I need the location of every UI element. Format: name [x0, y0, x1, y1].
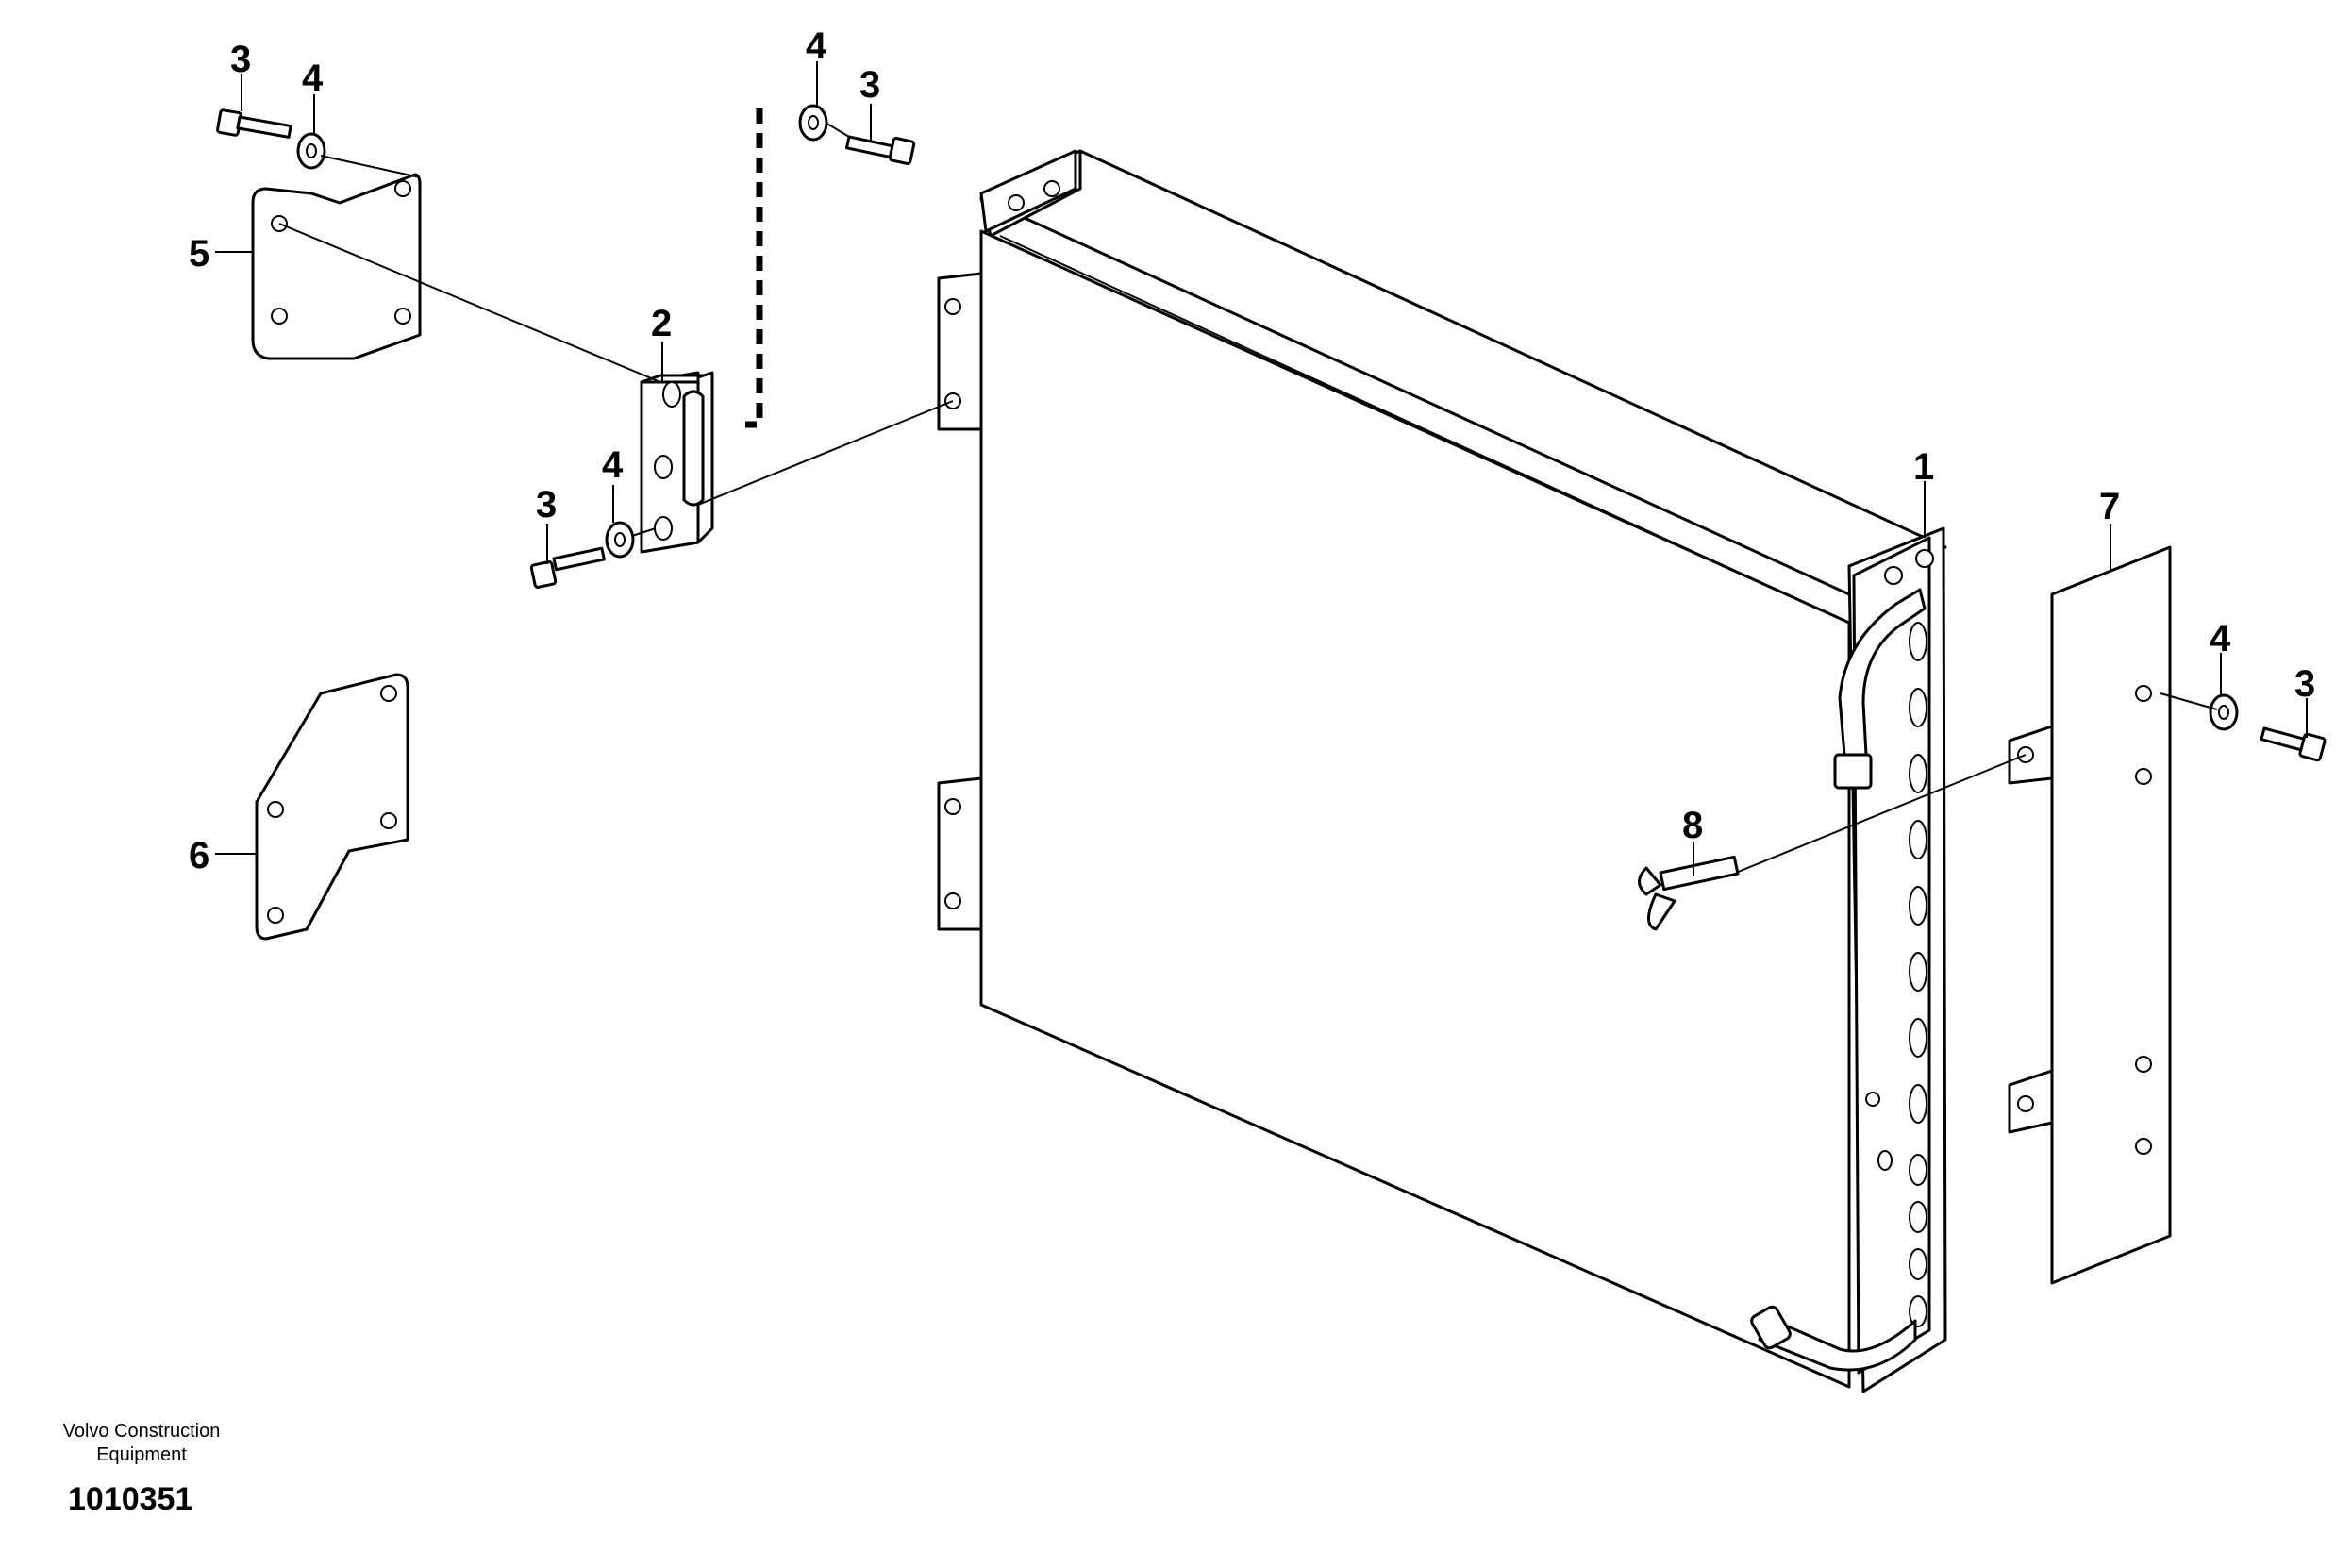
assembly-lines [278, 108, 2218, 874]
callout-2: 2 [651, 303, 672, 344]
callout-4-bracket: 4 [602, 444, 624, 486]
brand-line-1: Volvo Construction [63, 1421, 221, 1442]
callout-4-top-middle: 4 [806, 25, 827, 67]
wing-bolt-8 [1638, 855, 1740, 931]
callout-3-top-left: 3 [230, 39, 251, 80]
footer: Volvo Construction Equipment 1010351 [63, 1421, 221, 1517]
callout-4-top-left: 4 [302, 58, 324, 99]
condenser-tube-bends [1909, 622, 1927, 1327]
fastener-group-top-middle [798, 104, 916, 165]
callout-5: 5 [189, 233, 209, 275]
callout-leaders [215, 61, 2308, 876]
callout-3-right: 3 [2294, 663, 2315, 705]
side-panel-7 [2008, 545, 2172, 1285]
callout-3-bracket: 3 [536, 484, 557, 525]
callout-7: 7 [2099, 486, 2120, 527]
fastener-group-bracket [529, 521, 635, 589]
fastener-group-right [2209, 693, 2327, 762]
angle-bracket-2 [640, 371, 714, 554]
brand-line-2: Equipment [96, 1444, 187, 1465]
callout-labels: 1 2 3 4 4 3 3 4 4 3 5 6 7 8 [189, 25, 2315, 876]
fastener-group-top-left [216, 108, 326, 170]
document-number: 1010351 [68, 1481, 192, 1517]
callout-3-top-middle: 3 [859, 64, 880, 106]
callout-8: 8 [1682, 805, 1703, 846]
callout-1: 1 [1913, 446, 1934, 488]
condenser-core [937, 149, 1947, 1393]
callout-4-right: 4 [2210, 618, 2231, 659]
bracket-plate-5 [251, 173, 422, 360]
callout-6: 6 [189, 835, 209, 876]
bracket-plate-6 [255, 673, 409, 941]
